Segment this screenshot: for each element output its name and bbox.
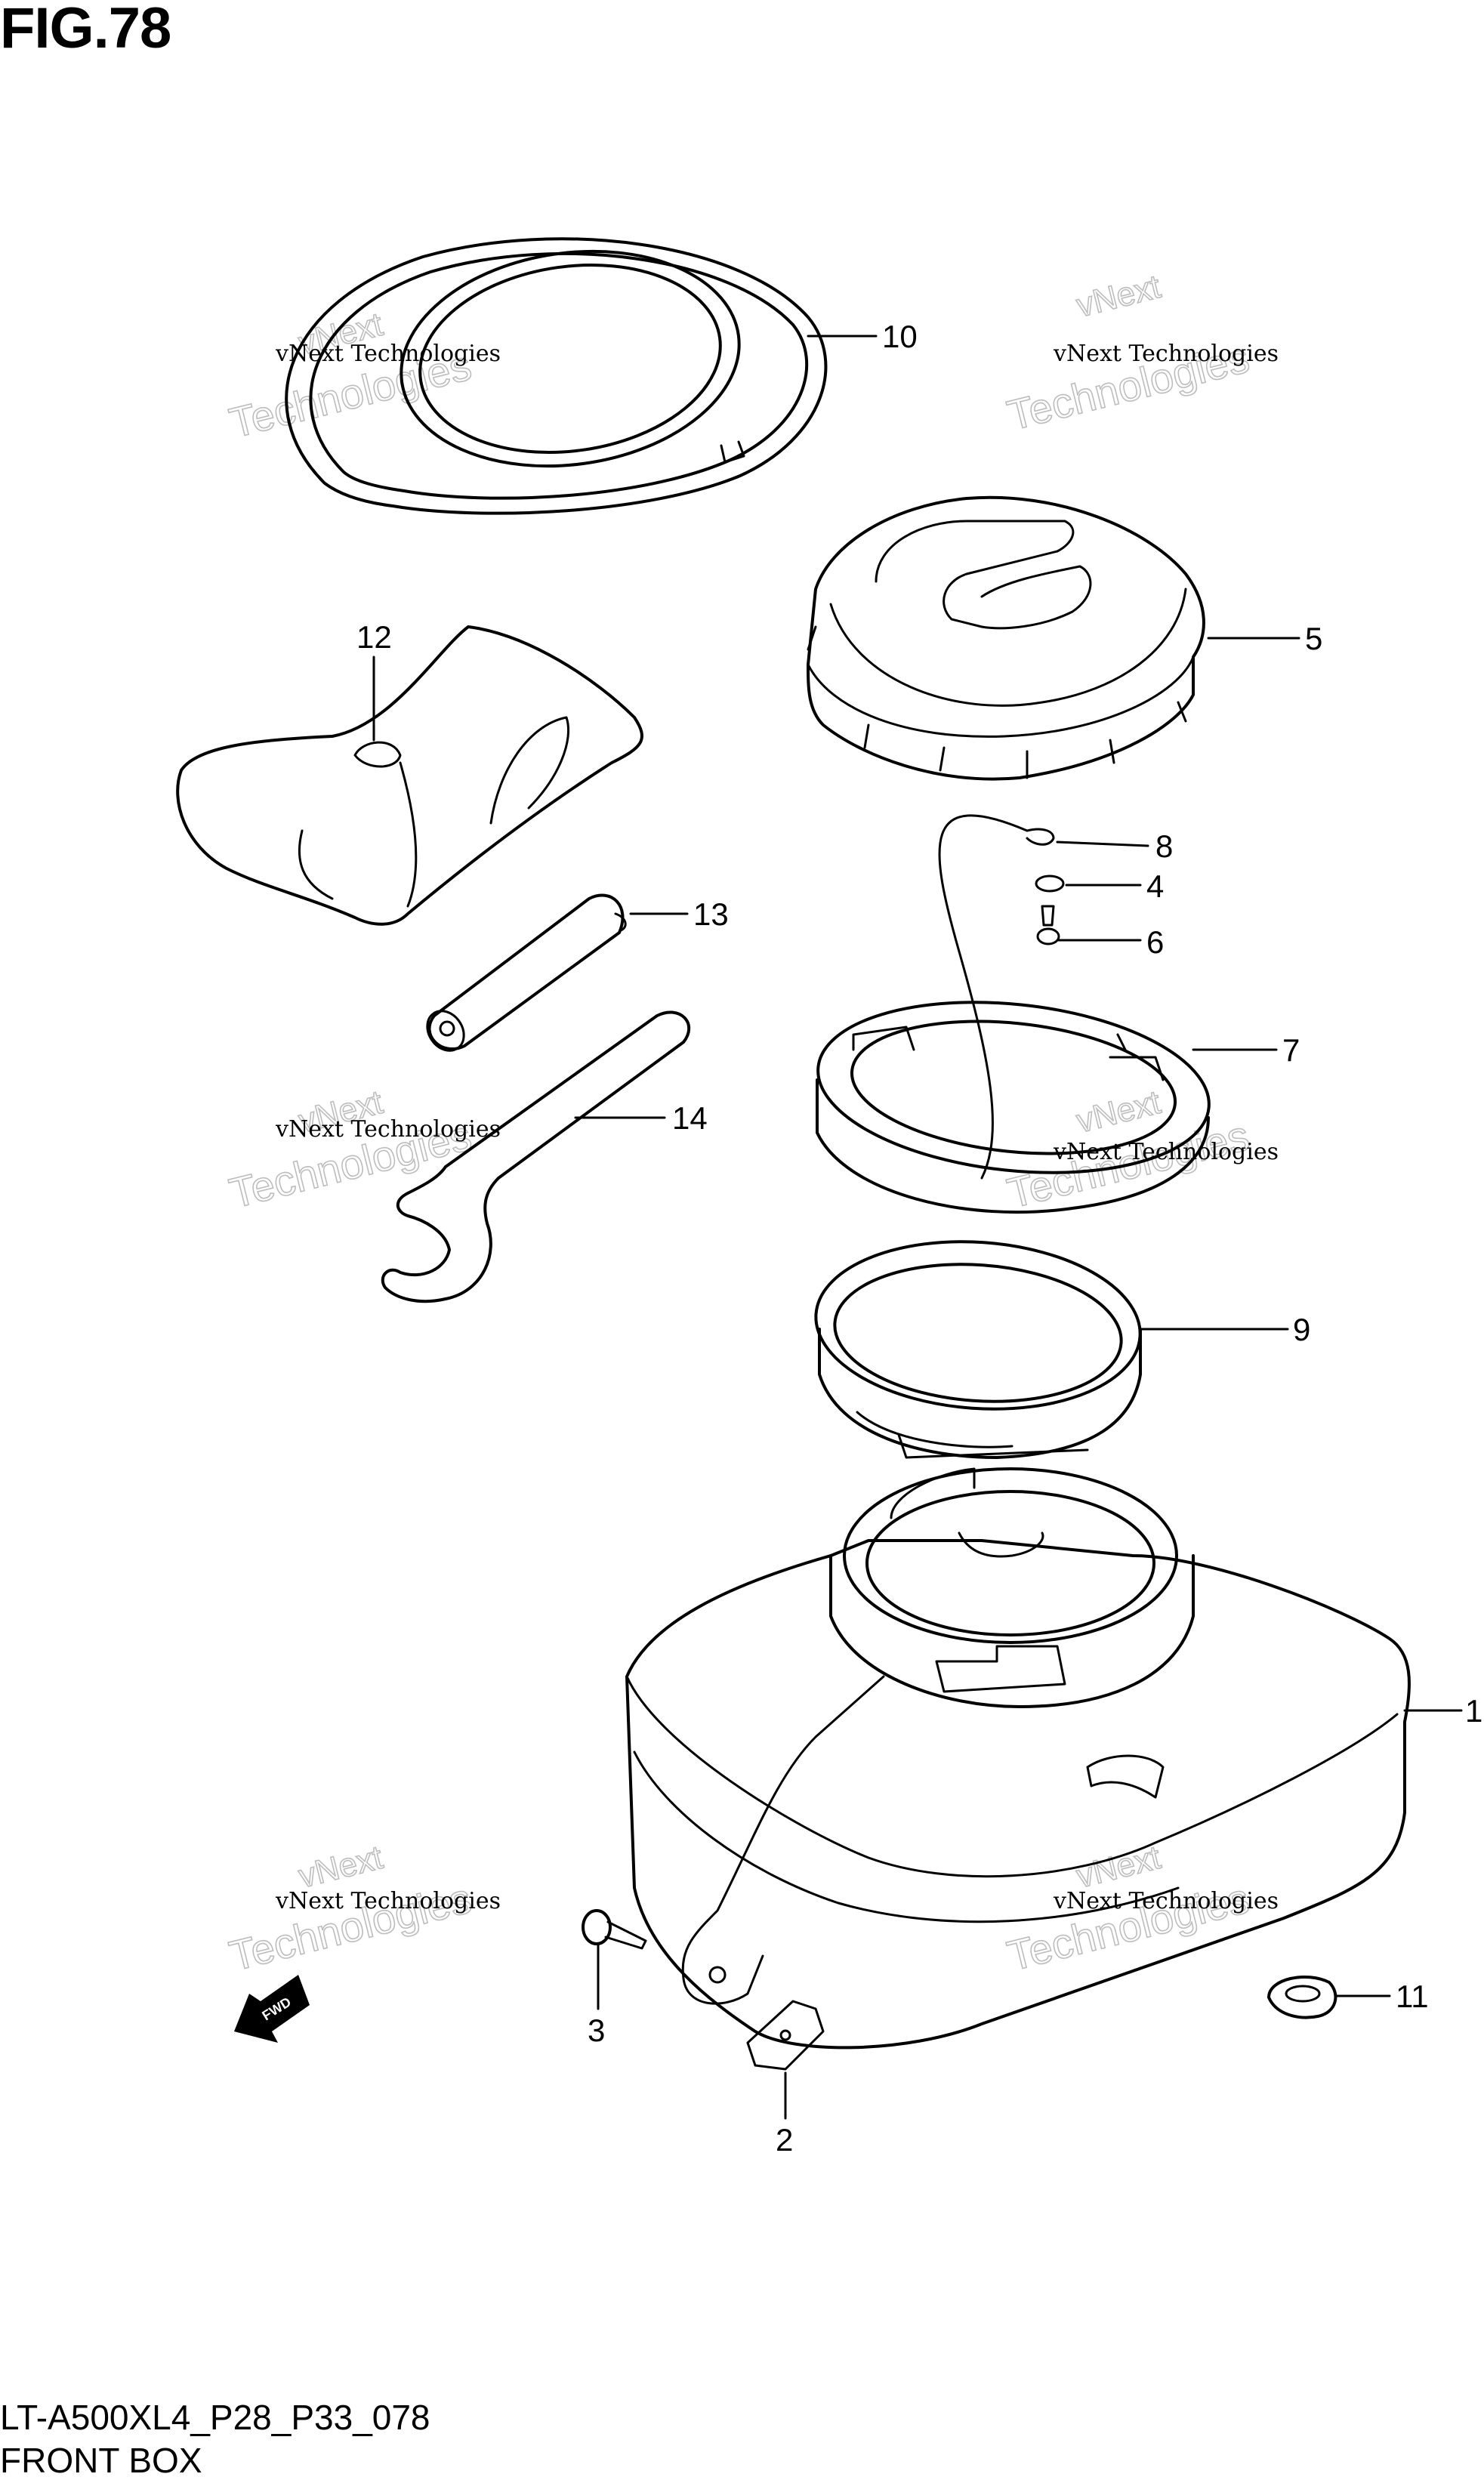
svg-text:4: 4: [1146, 868, 1164, 904]
part-8-cord-terminal: 8: [938, 814, 1173, 1180]
svg-text:10: 10: [882, 319, 918, 354]
svg-text:vNext Technologies: vNext Technologies: [275, 1116, 501, 1143]
svg-text:vNext: vNext: [1073, 268, 1165, 325]
svg-text:vNext: vNext: [1073, 1084, 1165, 1140]
svg-text:6: 6: [1146, 924, 1164, 960]
fwd-arrow-icon: FWD: [234, 1975, 310, 2043]
svg-text:8: 8: [1155, 828, 1173, 864]
svg-text:7: 7: [1282, 1032, 1300, 1068]
svg-text:2: 2: [776, 2122, 793, 2158]
watermark-top-left: vNext Technologies vNext Technologies: [224, 305, 501, 447]
part-7-ring: 7: [816, 1001, 1300, 1214]
svg-text:5: 5: [1305, 621, 1322, 656]
watermark-bottom-right: vNext Technologies vNext Technologies: [1002, 1838, 1279, 1980]
part-5-cap: 5: [807, 495, 1322, 781]
svg-text:vNext: vNext: [1073, 1839, 1165, 1895]
watermark-bottom-left: vNext Technologies vNext Technologies: [224, 1838, 501, 1980]
svg-text:vNext Technologies: vNext Technologies: [275, 341, 501, 367]
part-2-clip: 2: [746, 2000, 825, 2158]
part-10-gasket: [285, 237, 878, 515]
part-11-grommet: 11: [1267, 1976, 1429, 2019]
part-14-wrench: 14: [381, 1010, 708, 1303]
watermark-mid-right: vNext Technologies vNext Technologies: [1002, 1083, 1279, 1217]
watermark-mid-left: vNext Technologies vNext Technologies: [224, 1083, 501, 1217]
figure-title: FIG.78: [0, 0, 171, 60]
figure-name: FRONT BOX: [0, 2441, 202, 2480]
callout-10: 10: [882, 319, 918, 354]
svg-text:9: 9: [1293, 1312, 1310, 1347]
part-13-tool: 13: [426, 893, 729, 1052]
svg-text:14: 14: [672, 1100, 708, 1136]
part-4-washer: 4: [1035, 868, 1164, 904]
svg-text:vNext Technologies: vNext Technologies: [1053, 341, 1279, 367]
svg-text:vNext: vNext: [295, 1839, 387, 1895]
svg-text:11: 11: [1396, 1979, 1429, 2014]
svg-text:12: 12: [356, 619, 392, 655]
figure-code: LT-A500XL4_P28_P33_078: [0, 2398, 430, 2437]
svg-text:13: 13: [693, 896, 729, 932]
part-9-seal-ring: 9: [814, 1240, 1310, 1459]
svg-text:vNext Technologies: vNext Technologies: [275, 1888, 501, 1914]
part-6-screw: 6: [1036, 905, 1164, 960]
part-3-screw: 3: [582, 1909, 647, 2048]
svg-text:1: 1: [1465, 1693, 1482, 1729]
part-12-tool-bag: 12: [176, 619, 643, 926]
watermark-top-right: vNext Technologies vNext Technologies: [1002, 267, 1279, 440]
svg-text:3: 3: [588, 2013, 605, 2048]
part-1-box: 1: [625, 1467, 1482, 2050]
